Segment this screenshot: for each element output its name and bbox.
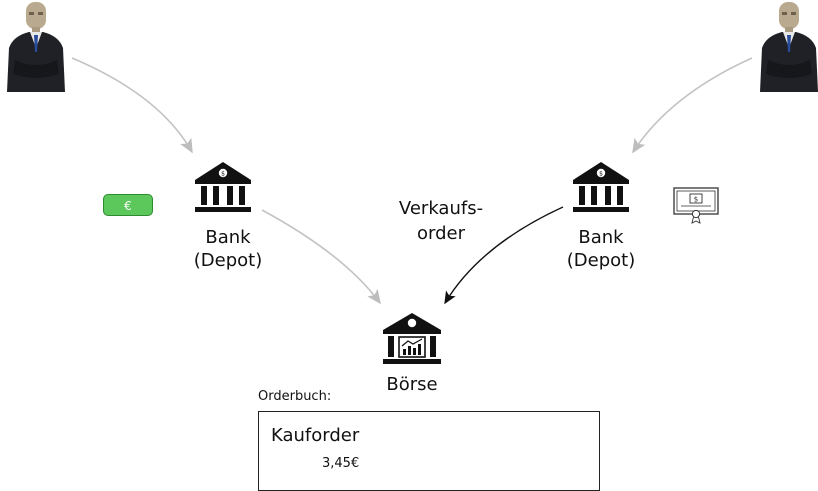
orderbook-box: Kauforder 3,45€: [258, 411, 600, 491]
arrows-layer: [71, 57, 753, 305]
arrow-bank-left-to-exchange: [261, 209, 381, 305]
bank-left-label: Bank (Depot): [168, 226, 288, 272]
arrow-person-right-to-bank: [632, 57, 753, 154]
bank-right: $: [571, 160, 631, 220]
person-icon: [760, 2, 818, 92]
bank-icon: $: [573, 162, 629, 212]
person-right: [758, 0, 818, 92]
person-left: [5, 0, 67, 92]
bank-left: $: [193, 160, 253, 220]
bank-sub: (Depot): [193, 250, 263, 271]
arrow-bank-right-to-exchange: [444, 206, 564, 305]
orderbook-caption: Orderbuch:: [258, 389, 332, 404]
svg-text:$: $: [599, 171, 603, 178]
stock-exchange-icon: [383, 313, 441, 364]
orderbook-title: Kauforder: [271, 425, 360, 446]
certificate: $: [672, 186, 724, 228]
order-label-line1: Verkaufs-: [398, 198, 484, 219]
bank-name: Bank: [578, 227, 624, 248]
exchange-label: Börse: [386, 374, 438, 395]
order-label: Verkaufs- order: [386, 196, 496, 246]
money-icon: €: [124, 199, 132, 213]
bank-icon: $: [195, 162, 251, 212]
arrow-person-left-to-bank: [71, 57, 193, 154]
exchange: [381, 311, 443, 373]
bank-right-label: Bank (Depot): [541, 226, 661, 272]
order-label-line2: order: [417, 223, 465, 244]
bank-name: Bank: [205, 227, 251, 248]
svg-text:$: $: [221, 171, 225, 178]
person-icon: [7, 2, 65, 92]
svg-text:$: $: [694, 196, 698, 204]
bank-sub: (Depot): [566, 250, 636, 271]
certificate-icon: $: [673, 187, 719, 224]
orderbook-price: 3,45€: [322, 456, 360, 471]
money-badge: €: [103, 194, 153, 216]
